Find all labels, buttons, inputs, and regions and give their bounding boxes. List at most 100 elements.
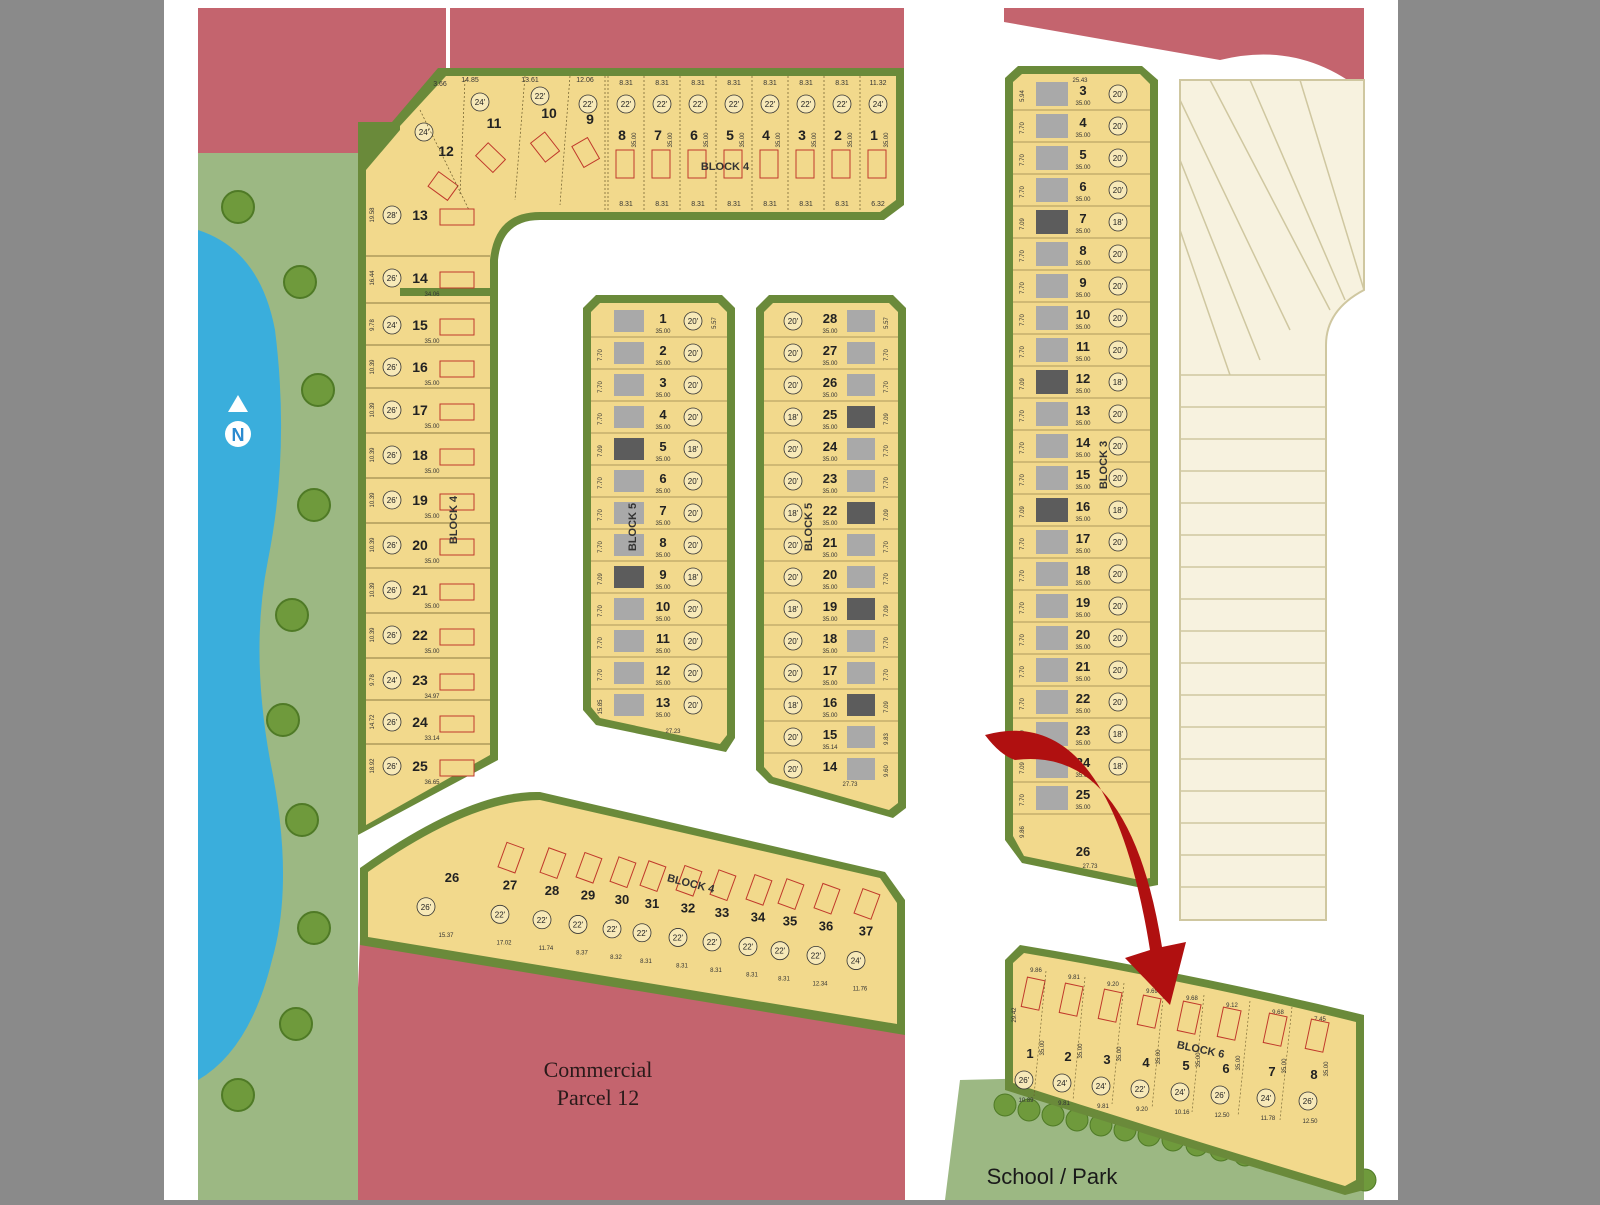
lot-width: 12.06	[576, 77, 594, 84]
lot-depth: 35.00	[655, 361, 671, 367]
frontage-badge	[382, 400, 402, 420]
frontage-badge	[1298, 1091, 1318, 1111]
lot-width: 7.70	[598, 669, 604, 681]
garage-pad	[847, 374, 875, 396]
north-arrow-circle	[225, 421, 251, 447]
lot-width: 9.12	[1226, 1003, 1238, 1009]
lot-width: 8.37	[576, 950, 588, 956]
frontage-badge	[783, 311, 803, 331]
lot-depth: 36.65	[424, 780, 440, 786]
frontage-badge	[783, 663, 803, 683]
townhome-divider	[1179, 229, 1231, 376]
lot-width: 7.70	[1020, 474, 1026, 486]
lot-number: 17	[412, 402, 428, 418]
frontage-badge	[1108, 372, 1128, 392]
house-footprint	[439, 403, 475, 421]
house-footprint	[1058, 982, 1084, 1017]
frontage-label: 20'	[1113, 442, 1124, 451]
garage-pad	[847, 534, 875, 556]
lot-depth: 35.00	[822, 553, 838, 559]
lot-depth: 35.00	[655, 553, 671, 559]
frontage-label: 20'	[1113, 570, 1124, 579]
lot-number: 1	[1026, 1046, 1033, 1061]
frontage-badge	[783, 471, 803, 491]
lot-depth: 35.00	[776, 132, 782, 148]
frontage-label: 26'	[387, 406, 398, 415]
frontage-badge	[1108, 756, 1128, 776]
lot-width: 7.70	[1020, 186, 1026, 198]
garage-pad	[1036, 690, 1068, 714]
lot-width: 8.31	[778, 977, 790, 983]
frontage-label: 22'	[1135, 1085, 1146, 1094]
lot-depth: 35.00	[424, 424, 440, 430]
frontage-label: 22'	[765, 100, 776, 109]
frontage-badge	[1108, 116, 1128, 136]
frontage-badge	[683, 663, 703, 683]
lot-depth: 35.00	[655, 585, 671, 591]
lot-depth: 35.00	[1075, 453, 1091, 459]
block5-right-lots: 2835.0020'5.572735.0020'7.702635.0020'7.…	[764, 310, 898, 788]
lot-depth: 35.00	[655, 617, 671, 623]
lot-number: 16	[412, 359, 428, 375]
lot-line	[459, 79, 466, 196]
frontage-label: 20'	[1113, 602, 1124, 611]
lot-width: 10.39	[370, 359, 376, 375]
frontage-label: 20'	[688, 317, 699, 326]
garage-pad	[614, 630, 644, 652]
lot-width: 9.60	[884, 765, 890, 777]
lot-width: 7.70	[1020, 282, 1026, 294]
block6-lots: 126'35.009.8610.89224'35.009.819.81324'3…	[1012, 968, 1330, 1125]
frontage-label: 18'	[1113, 730, 1124, 739]
lot-number: 6	[659, 471, 666, 486]
lot-width: 7.09	[884, 701, 890, 713]
frame-left-gray	[120, 0, 164, 1200]
frontage-label: 20'	[688, 477, 699, 486]
frontage-label: 20'	[1113, 186, 1124, 195]
school-park-label: School / Park	[987, 1164, 1119, 1189]
house-footprint	[439, 538, 475, 556]
lot-depth: 35.00	[822, 425, 838, 431]
lot-width: 10.39	[370, 447, 376, 463]
lot-width: 7.70	[598, 637, 604, 649]
house-footprint	[1097, 988, 1123, 1023]
lot-depth: 33.14	[424, 736, 440, 742]
lot-width: 14.85	[461, 77, 479, 84]
frontage-badge	[783, 407, 803, 427]
lot-depth: 35.00	[1075, 229, 1091, 235]
block5-left-label: BLOCK 5	[627, 503, 639, 551]
lot-number: 26	[823, 375, 837, 390]
block4-south-fill	[368, 800, 897, 1024]
frontage-label: 22'	[657, 100, 668, 109]
lot-width: 7.70	[884, 637, 890, 649]
lot-depth: 35.00	[1075, 165, 1091, 171]
lot-width: 7.70	[1020, 634, 1026, 646]
lot-depth: 35.00	[1075, 613, 1091, 619]
lot-number: 35	[783, 914, 797, 929]
garage-pad	[614, 502, 644, 524]
frontage-badge	[668, 928, 688, 947]
lot-width: 7.70	[598, 509, 604, 521]
frontage-badge	[1108, 628, 1128, 648]
garage-pad	[1036, 594, 1068, 618]
lot-width: 27.23	[665, 729, 681, 735]
lot-depth: 35.00	[1075, 197, 1091, 203]
lot-number: 5	[659, 439, 666, 454]
frontage-label: 22'	[495, 910, 506, 919]
lot-width: 8.31	[835, 201, 849, 208]
lot-width: 7.70	[884, 541, 890, 553]
lot-width: 10.39	[370, 402, 376, 418]
frontage-badge	[783, 695, 803, 715]
frame-right-white	[1364, 0, 1398, 1200]
house-footprint	[1304, 1018, 1330, 1053]
frontage-badge	[414, 122, 434, 142]
house-footprint	[529, 131, 561, 163]
frontage-badge	[783, 599, 803, 619]
lot-depth: 35.00	[1075, 389, 1091, 395]
commercial-label-line2: Parcel 12	[557, 1085, 639, 1110]
lot-width: 7.70	[884, 573, 890, 585]
frontage-badge	[1108, 212, 1128, 232]
frontage-badge	[382, 205, 402, 225]
tree	[301, 373, 335, 407]
garage-pad	[614, 598, 644, 620]
lot-depth: 35.00	[1075, 485, 1091, 491]
